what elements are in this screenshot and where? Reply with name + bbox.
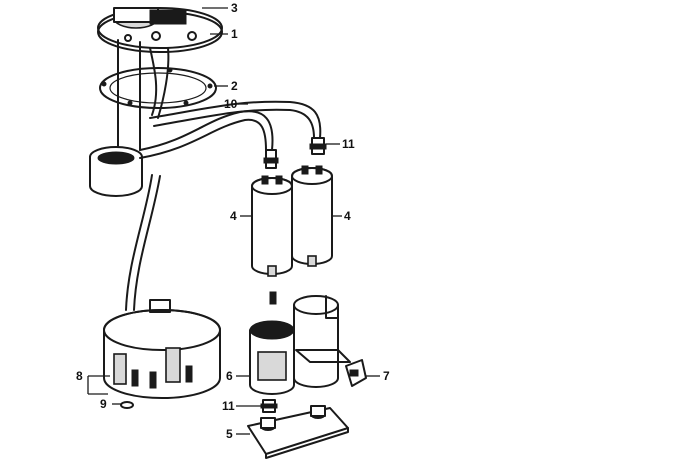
callout-labels: 3 1 2 10 11 4 4 6 7 11 5 8 9	[76, 1, 390, 441]
sender-tube	[117, 39, 170, 151]
sender-unit-flange	[97, 7, 223, 53]
sender-float	[89, 146, 143, 197]
callout-4-left: 4	[230, 209, 237, 223]
callout-4-right: 4	[344, 209, 351, 223]
gasket-ring	[99, 67, 217, 109]
leader-lines	[87, 7, 380, 435]
callout-1: 1	[231, 27, 238, 41]
pump-bracket	[249, 291, 351, 395]
callout-11-top: 11	[342, 137, 355, 151]
fuel-pump-right	[291, 165, 333, 267]
callout-3: 3	[231, 1, 238, 15]
callout-9: 9	[100, 397, 107, 411]
callout-8: 8	[76, 369, 83, 383]
hose-fitting-left	[263, 149, 279, 169]
reservoir-bucket	[103, 299, 221, 399]
fuel-hoses	[125, 100, 322, 311]
callout-6: 6	[226, 369, 233, 383]
callout-7: 7	[383, 369, 390, 383]
hose-clamp-11-top	[309, 137, 327, 155]
electrical-connector	[345, 359, 367, 387]
callout-10: 10	[224, 97, 238, 111]
hose-clamp-11-bottom	[260, 399, 278, 413]
fuel-pump-left	[251, 175, 293, 277]
callout-11-bottom: 11	[222, 399, 235, 413]
callout-5: 5	[226, 427, 233, 441]
callout-2: 2	[231, 79, 238, 93]
base-plate	[247, 405, 349, 459]
washer	[120, 401, 134, 409]
